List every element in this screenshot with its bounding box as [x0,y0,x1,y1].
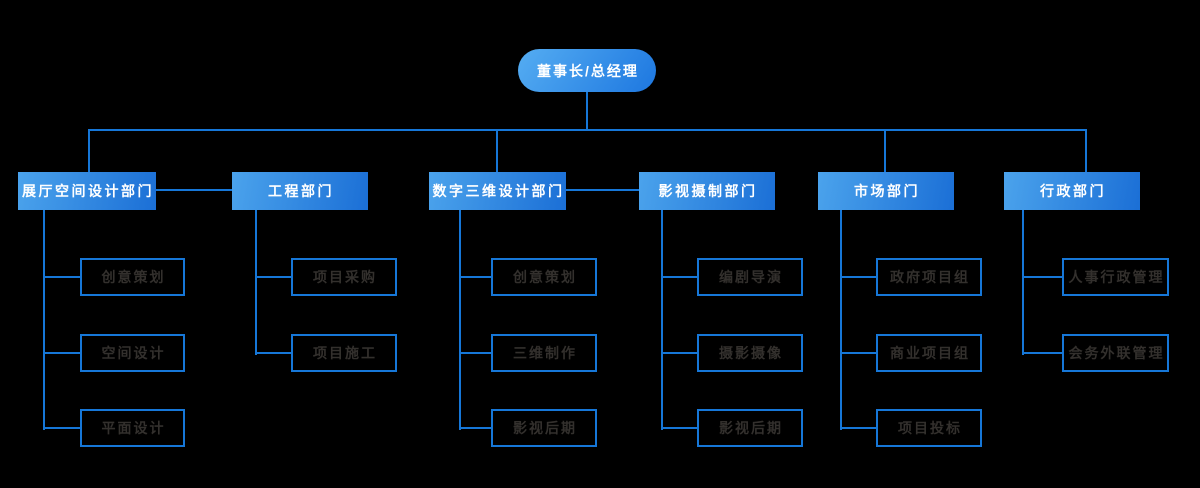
sub-node: 项目投标 [876,409,982,447]
sub-node-label: 政府项目组 [890,269,970,285]
connector-line [840,427,876,429]
connector-line [459,427,491,429]
connector-line [255,208,257,355]
dept-label: 影视摄制部门 [658,183,758,199]
connector-line [840,208,842,430]
sub-node-label: 三维制作 [513,345,577,361]
sub-node-label: 摄影摄像 [719,345,783,361]
sub-node-label: 创意策划 [513,269,577,285]
sub-node: 创意策划 [80,258,185,296]
connector-line [661,427,697,429]
connector-line [1022,352,1062,354]
dept-node-digital-3d-design: 数字三维设计部门 [429,172,566,210]
sub-node: 三维制作 [491,334,597,372]
connector-line [564,189,641,191]
connector-line [496,129,498,174]
sub-node: 平面设计 [80,409,185,447]
sub-node: 摄影摄像 [697,334,803,372]
dept-label: 展厅空间设计部门 [22,183,154,199]
connector-line [1022,208,1024,355]
sub-node: 创意策划 [491,258,597,296]
connector-line [661,352,697,354]
sub-node-label: 项目施工 [313,345,377,361]
connector-line [255,352,291,354]
dept-label: 工程部门 [268,183,334,199]
connector-line [1085,129,1087,174]
sub-node-label: 影视后期 [513,420,577,436]
connector-line [156,189,234,191]
sub-node: 项目采购 [291,258,397,296]
connector-line [459,276,491,278]
connector-line [586,92,588,131]
dept-node-administration: 行政部门 [1004,172,1140,210]
sub-node: 影视后期 [697,409,803,447]
connector-line [43,427,80,429]
connector-line [1022,276,1062,278]
connector-line [88,129,90,174]
sub-node-label: 人事行政管理 [1068,269,1165,285]
connector-line [840,276,876,278]
connector-line [840,352,876,354]
sub-node-label: 项目采购 [313,269,377,285]
sub-node-label: 会务外联管理 [1068,345,1165,361]
sub-node-label: 商业项目组 [890,345,970,361]
sub-node: 空间设计 [80,334,185,372]
connector-line [88,129,1087,131]
sub-node-label: 空间设计 [101,345,166,361]
connector-line [459,208,461,430]
connector-line [884,129,886,174]
dept-label: 行政部门 [1040,183,1106,199]
sub-node: 商业项目组 [876,334,982,372]
sub-node-label: 项目投标 [898,420,962,436]
connector-line [661,276,697,278]
sub-node-label: 影视后期 [719,420,783,436]
connector-line [43,352,80,354]
sub-node: 人事行政管理 [1062,258,1169,296]
dept-label: 市场部门 [854,183,920,199]
dept-label: 数字三维设计部门 [432,183,565,199]
connector-line [255,276,291,278]
sub-node: 编剧导演 [697,258,803,296]
sub-node: 政府项目组 [876,258,982,296]
root-node-label: 董事长/总经理 [537,62,639,79]
sub-node: 会务外联管理 [1062,334,1169,372]
sub-node: 影视后期 [491,409,597,447]
dept-node-marketing: 市场部门 [818,172,954,210]
sub-node-label: 平面设计 [101,420,166,436]
connector-line [43,276,80,278]
sub-node-label: 编剧导演 [719,269,783,285]
sub-node-label: 创意策划 [101,269,166,285]
connector-line [661,208,663,430]
root-node: 董事长/总经理 [518,49,656,92]
dept-node-film-production: 影视摄制部门 [639,172,775,210]
connector-line [459,352,491,354]
dept-node-engineering: 工程部门 [232,172,368,210]
sub-node: 项目施工 [291,334,397,372]
connector-line [43,208,45,430]
dept-node-exhibition-design: 展厅空间设计部门 [18,172,156,210]
